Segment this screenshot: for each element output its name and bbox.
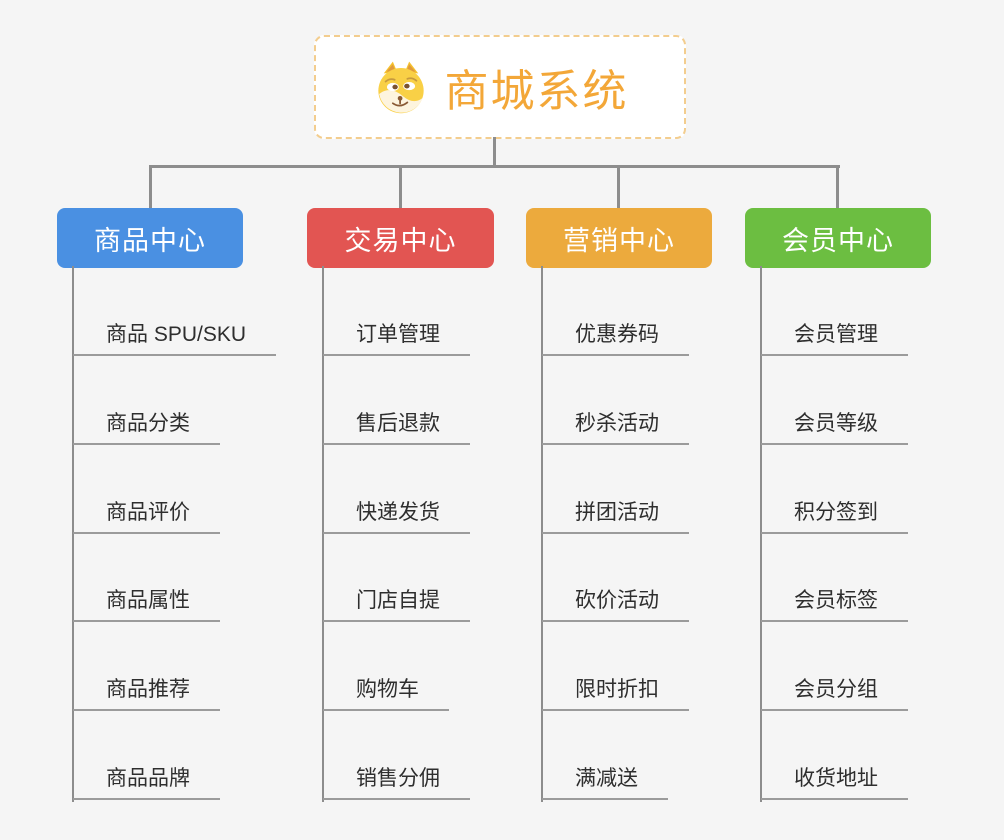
connector-bus [149,165,840,168]
leaf-node[interactable]: 会员等级 [761,409,908,445]
leaf-node[interactable]: 收货地址 [761,764,908,800]
connector-trunk-4 [760,266,762,802]
leaf-node[interactable]: 积分签到 [761,498,908,534]
connector-drop-4 [836,165,839,210]
connector-drop-2 [399,165,402,210]
root-node[interactable]: 商城系统 [314,35,686,139]
doge-icon [377,61,424,114]
leaf-node[interactable]: 会员标签 [761,586,908,622]
branch-node-marketing-center[interactable]: 营销中心 [526,208,712,268]
connector-trunk-1 [72,266,74,802]
branch-node-member-center[interactable]: 会员中心 [745,208,931,268]
leaf-node[interactable]: 商品评价 [73,498,220,534]
leaf-node[interactable]: 会员分组 [761,675,908,711]
leaf-node[interactable]: 门店自提 [323,586,470,622]
connector-trunk-2 [322,266,324,802]
leaf-node[interactable]: 订单管理 [323,320,470,356]
leaf-node[interactable]: 满减送 [542,764,668,800]
leaf-node[interactable]: 快递发货 [323,498,470,534]
branch-node-product-center[interactable]: 商品中心 [57,208,243,268]
leaf-node[interactable]: 限时折扣 [542,675,689,711]
connector-trunk-3 [541,266,543,802]
leaf-node[interactable]: 商品分类 [73,409,220,445]
connector-drop-1 [149,165,152,210]
leaf-node[interactable]: 商品属性 [73,586,220,622]
leaf-node[interactable]: 商品 SPU/SKU [73,320,277,356]
leaf-node[interactable]: 拼团活动 [542,498,689,534]
root-node-label: 商城系统 [444,67,629,116]
branch-node-trade-center[interactable]: 交易中心 [307,208,494,268]
leaf-node[interactable]: 售后退款 [323,409,470,445]
leaf-node[interactable]: 商品品牌 [73,764,220,800]
leaf-node[interactable]: 砍价活动 [542,586,689,622]
leaf-node[interactable]: 秒杀活动 [542,409,689,445]
connector-root-stem [493,137,496,167]
leaf-node[interactable]: 销售分佣 [323,764,470,800]
leaf-node[interactable]: 优惠券码 [542,320,689,356]
leaf-node[interactable]: 商品推荐 [73,675,220,711]
leaf-node[interactable]: 购物车 [323,675,449,711]
connector-drop-3 [617,165,620,210]
leaf-node[interactable]: 会员管理 [761,320,908,356]
